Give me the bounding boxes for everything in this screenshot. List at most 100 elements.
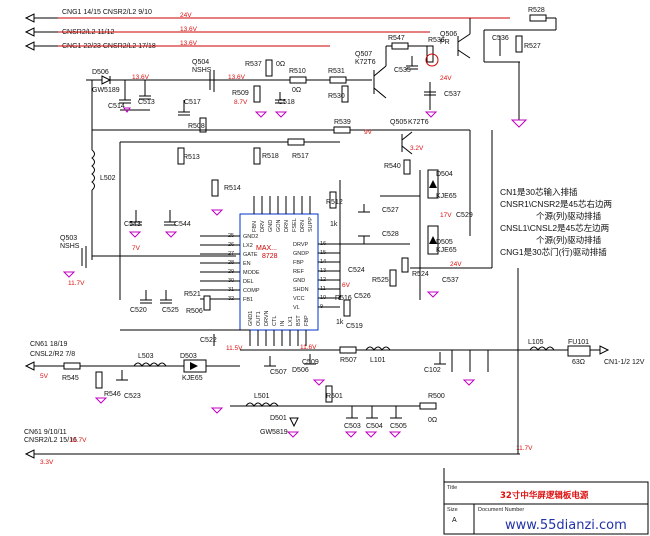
resistor-r506: [203, 295, 211, 311]
label-r521: R521: [184, 291, 201, 298]
ic-max8728: [239, 213, 319, 331]
transistor-q505: [401, 131, 413, 155]
label-q503: Q503: [60, 235, 77, 242]
note-3: 个源(列)驱动排插: [536, 211, 602, 221]
label-c505: C505: [390, 423, 407, 430]
watermark: www.55dianzi.com: [505, 518, 627, 533]
net-3v2: 3.2V: [410, 145, 424, 152]
note-4: CNSL1\CNSL2是45芯左边两: [500, 223, 609, 233]
label-l503: L503: [138, 353, 154, 360]
label-c523: C523: [124, 393, 141, 400]
label-r517: R517: [292, 153, 309, 160]
ic-pin-right-5: SHDN: [293, 287, 309, 293]
net-11v6: 11.6V: [300, 344, 317, 351]
net-11v7-c: 11.7V: [516, 445, 533, 452]
label-c519: C519: [346, 323, 363, 330]
diode-d501: [289, 417, 299, 428]
ic-label: 8728: [262, 253, 278, 260]
resistor-r512: [329, 191, 337, 209]
label-c524: C524: [348, 267, 365, 274]
label-r516: R516: [335, 295, 352, 302]
label-r509: R509: [232, 90, 249, 97]
label-c503: C503: [344, 423, 361, 430]
ic-pin-top-0: FBN: [252, 221, 258, 232]
title-text: 32寸中华屏逻辑板电源: [500, 490, 589, 501]
ic-pin-bottom-7: FBP: [304, 315, 310, 326]
resistor-r507: [339, 346, 357, 354]
label-c535: C535: [394, 67, 411, 74]
net-13v6-d: 13.6V: [228, 74, 246, 81]
ic-pin-bottom-5: LX1: [288, 316, 294, 326]
inductor-l105: [529, 346, 555, 351]
label-r530: R530: [328, 93, 345, 100]
resistor-r530: [341, 85, 349, 103]
connector-label-5b: CNSR2/L2 15/16: [24, 437, 77, 444]
label-gw5189: GW5189: [92, 87, 120, 94]
label-r512: R512: [326, 199, 343, 206]
ic-left-pins: GND225LX226GATE27EN28MODE29DEL30COMP31FB…: [200, 233, 260, 303]
ic-pin-right-4: GND: [293, 278, 305, 284]
resistor-r539: [333, 126, 351, 134]
label-c507: C507: [270, 369, 287, 376]
net-13v6-a: 13.6V: [180, 26, 198, 33]
ic-pin-right-7: VL: [293, 305, 300, 311]
label-d504: D504: [436, 171, 453, 178]
label-c504: C504: [366, 423, 383, 430]
label-d501: D501: [270, 415, 287, 422]
label-q506: Q506: [440, 31, 457, 38]
ic-pin-left-7: FB1: [243, 297, 253, 303]
label-kje65: KJE65: [436, 193, 457, 200]
resistor-r514: [211, 179, 219, 197]
label-r513: R513: [183, 154, 200, 161]
label-k72t6b: K72T6: [408, 119, 429, 126]
label-r506: R506: [186, 308, 203, 315]
label-q505: Q505: [390, 119, 407, 126]
size-value: A: [452, 517, 457, 524]
net-11v7: 11.7V: [68, 280, 85, 287]
label-c536: C536: [492, 35, 509, 42]
ic-pin-left-5: DEL: [243, 279, 254, 285]
ic-pin-bottom-3: CTL: [272, 316, 278, 326]
inductor-l501: [245, 402, 279, 407]
resistor-r537: [265, 59, 273, 77]
ic-pin-bottom-1: OUT1: [256, 311, 262, 326]
resistor-r508: [199, 117, 207, 133]
label-c520: C520: [130, 307, 147, 314]
transistor-q507: [373, 65, 387, 99]
ic-pin-left-1: LX2: [243, 243, 253, 249]
value-r537: 0Ω: [276, 61, 285, 68]
value-r512: 1k: [330, 221, 338, 228]
label-c544: C544: [174, 221, 191, 228]
label-c513: C513: [138, 99, 155, 106]
size-label: Size: [447, 507, 458, 513]
resistor-r528: [529, 14, 547, 22]
ic-pin-left-6: COMP: [243, 288, 260, 294]
label-nshs2: NSHS: [60, 243, 80, 250]
label-r518: R518: [262, 153, 279, 160]
ic-pin-bottom-4: IN: [280, 320, 286, 326]
ic-pin-right-1: GNDP: [293, 251, 309, 257]
ground-symbol: [510, 119, 528, 128]
net-12v: CN1-1/2 12V: [604, 359, 645, 366]
net-3v3: 3.3V: [40, 459, 54, 466]
docnum-label: Document Number: [478, 507, 524, 513]
net-11v5: 11.5V: [226, 345, 243, 352]
value-r510: 0Ω: [292, 87, 301, 94]
resistor-r500: [419, 402, 437, 410]
label-l501: L501: [254, 393, 270, 400]
resistor-r524: [401, 257, 409, 273]
net-8v7: 8.7V: [234, 99, 248, 106]
label-r540: R540: [384, 163, 401, 170]
label-pr: PR: [440, 39, 450, 46]
net-13v6-b: 13.6V: [180, 40, 198, 47]
ic-pin-left-3: EN: [243, 261, 251, 267]
label-d503: D503: [180, 353, 197, 360]
ic-pin-top-3: GON: [276, 219, 282, 232]
value-r500: 0Ω: [428, 417, 437, 424]
inductor-l503: [133, 362, 167, 367]
label-d505: D505: [436, 239, 453, 246]
transistor-q506: [457, 33, 471, 59]
label-r539: R539: [334, 119, 351, 126]
label-c518: C518: [278, 99, 295, 106]
